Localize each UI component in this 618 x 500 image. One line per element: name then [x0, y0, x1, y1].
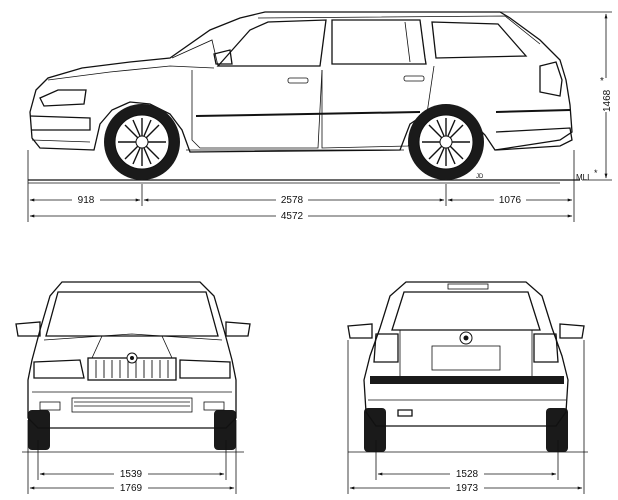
artist-mark: JD — [476, 174, 484, 180]
rear-right-taillight — [533, 333, 559, 363]
rear-left-mirror — [347, 323, 373, 339]
height-asterisk: * — [600, 76, 604, 87]
windshield-edge — [171, 39, 219, 67]
side-rear-wheel — [408, 104, 484, 180]
front-left-foglight — [39, 401, 61, 411]
rear-left-taillight — [373, 333, 399, 363]
hood-creases — [91, 335, 173, 359]
side-headlight — [39, 89, 87, 107]
window-divider — [404, 21, 411, 63]
rear-track-value: 1528 — [456, 469, 479, 480]
front-door-handle — [287, 77, 309, 84]
side-front-wheel — [104, 104, 180, 180]
side-view: 918 2578 1076 4572 1468 * MLI * JD — [27, 11, 613, 222]
side-moulding — [195, 111, 421, 117]
rear-view: 1528 1973 — [347, 281, 588, 494]
front-track-value: 1539 — [120, 469, 143, 480]
front-right-headlight — [179, 359, 231, 379]
rear-quarter-window — [431, 21, 528, 59]
rear-body-outline — [363, 281, 569, 427]
rear-right-mirror — [559, 323, 585, 339]
front-overhang-value: 918 — [78, 195, 95, 206]
license-plate — [431, 345, 501, 371]
front-left-mirror — [15, 321, 41, 337]
rear-moulding — [495, 109, 571, 113]
hood-edge — [43, 333, 223, 341]
front-windshield — [45, 291, 219, 337]
roof-rail — [257, 15, 541, 45]
front-door — [191, 69, 323, 149]
side-body-outline — [29, 11, 573, 153]
rear-right-tire — [546, 408, 568, 452]
rear-bumper — [495, 127, 573, 151]
front-right-mirror — [225, 321, 251, 337]
rear-left-tire — [364, 408, 386, 452]
side-taillight — [539, 61, 563, 97]
front-bumper — [29, 115, 91, 131]
ground-asterisk: * — [594, 168, 598, 178]
hood-line — [47, 65, 215, 81]
rear-window — [391, 291, 541, 331]
height-value: 1468 — [602, 89, 613, 112]
rear-door-handle — [403, 75, 425, 82]
front-right-tire — [214, 410, 236, 450]
wheelbase-value: 2578 — [281, 195, 304, 206]
front-door-window — [216, 19, 327, 67]
grille-slats — [95, 360, 169, 378]
side-mirror — [213, 49, 233, 65]
front-right-foglight — [203, 401, 225, 411]
rear-width-value: 1973 — [456, 483, 479, 494]
front-width-value: 1769 — [120, 483, 143, 494]
front-body-outline — [27, 281, 237, 429]
front-view: 1539 1769 — [15, 281, 251, 494]
rear-overhang-value: 1076 — [499, 195, 522, 206]
front-lower-intake — [71, 397, 193, 413]
rear-bumper-strip — [370, 376, 564, 384]
rear-brake-light — [447, 283, 489, 290]
front-spoiler — [31, 139, 91, 143]
front-left-tire — [28, 410, 50, 450]
front-left-headlight — [33, 359, 85, 379]
rear-door-window — [331, 19, 427, 65]
overall-length-value: 4572 — [281, 211, 304, 222]
rear-door — [321, 65, 435, 149]
ground-label: MLI — [576, 173, 589, 182]
exhaust-pipe — [397, 409, 413, 417]
